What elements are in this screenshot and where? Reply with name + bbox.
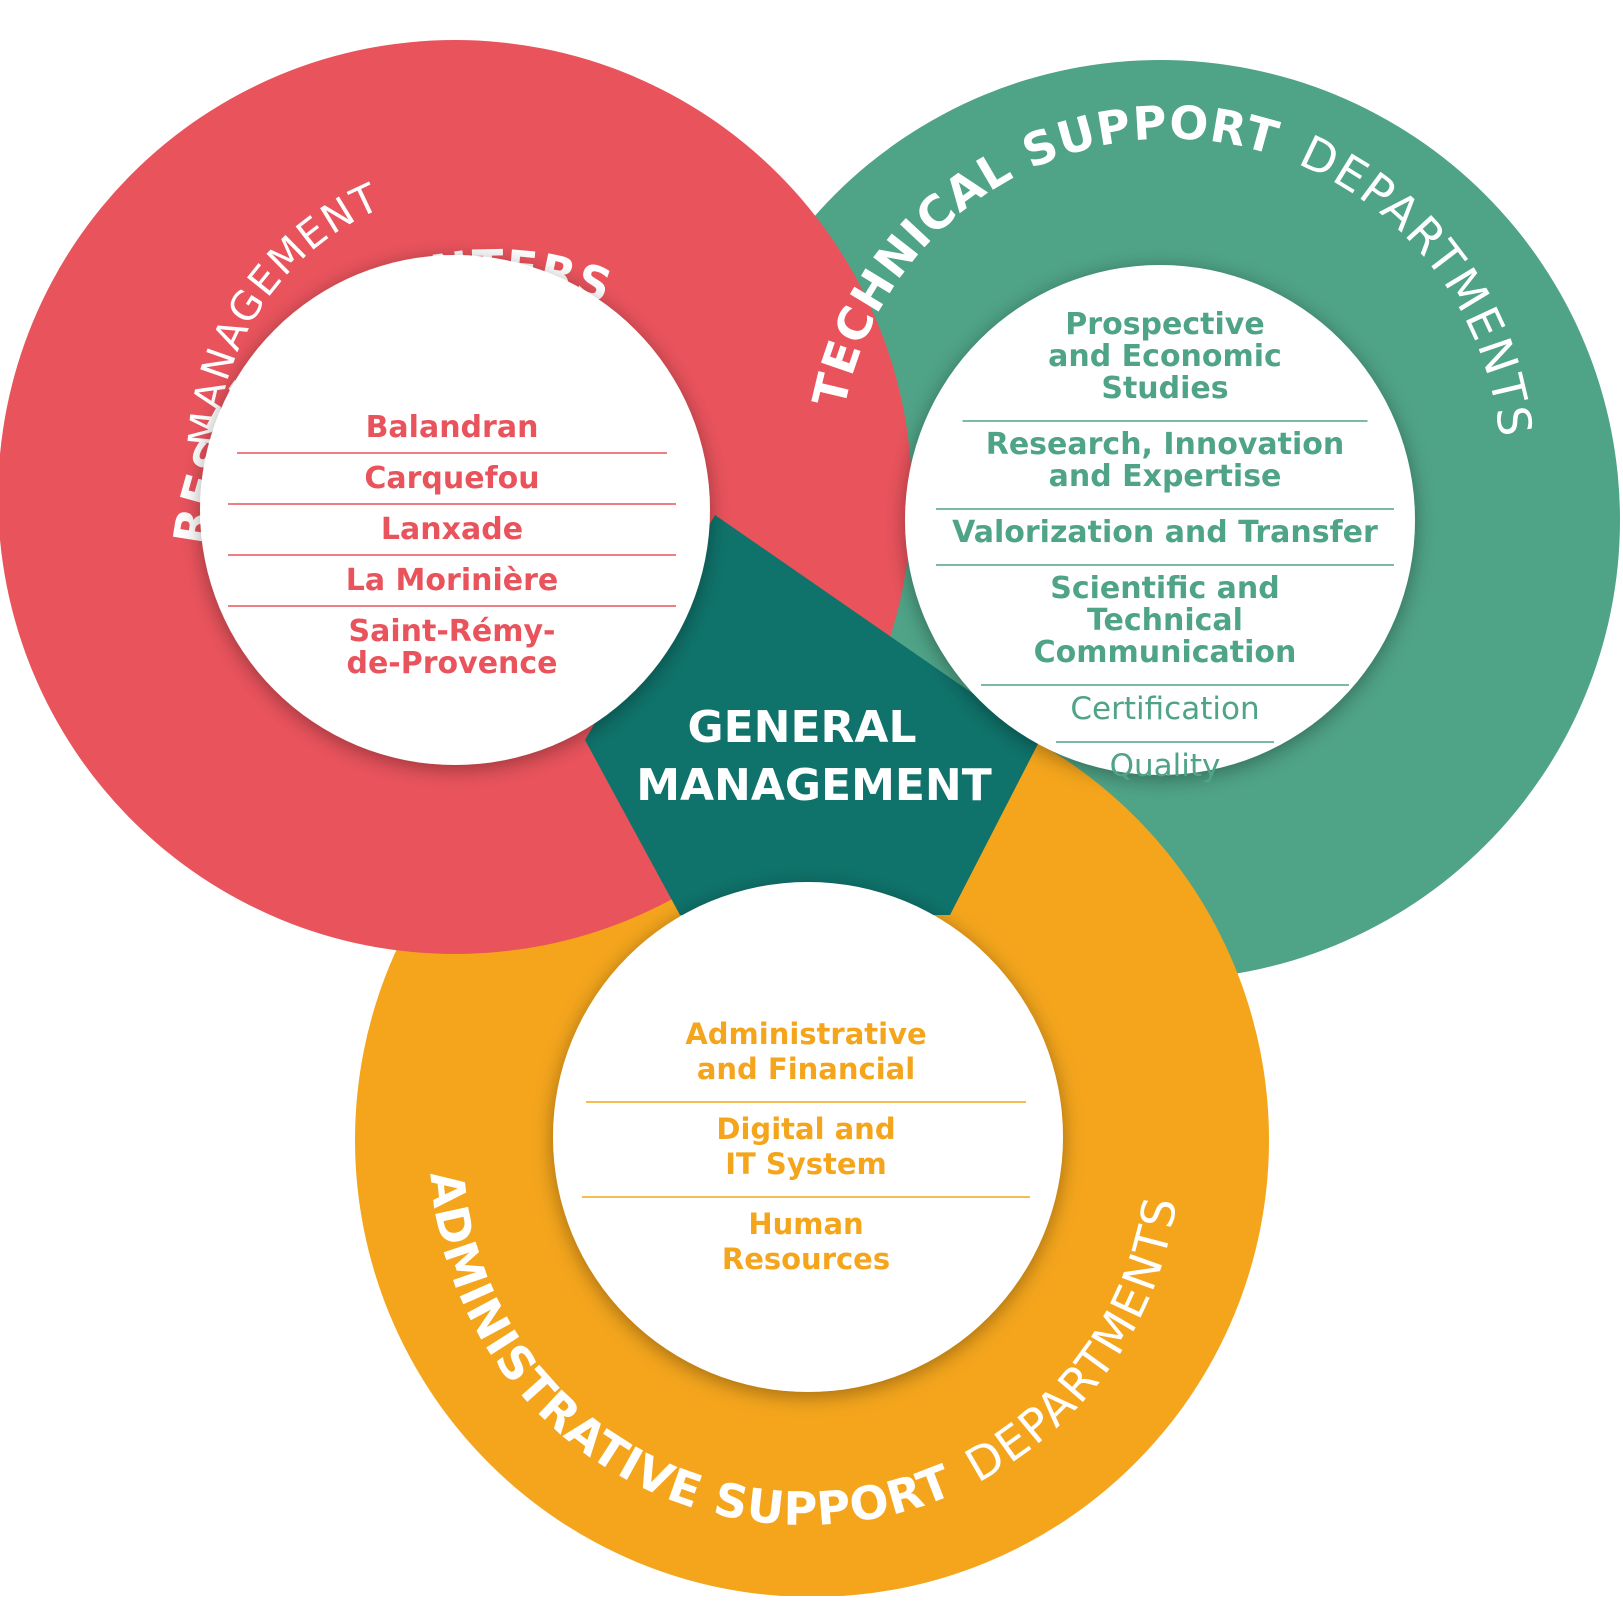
administrative-support-item-1-line-2: and Financial <box>697 1052 915 1086</box>
research-centers-item-3-line-1: Lanxade <box>381 512 523 547</box>
research-centers-inner <box>200 255 710 765</box>
administrative-support-item-2-line-2: IT System <box>725 1147 886 1181</box>
administrative-support-item-2-line-1: Digital and <box>716 1112 895 1146</box>
administrative-support-item-3-line-1: Human <box>748 1207 863 1241</box>
technical-support-item-6-line-1: Quality <box>1110 748 1221 784</box>
technical-support-item-3-line-1: Valorization and Transfer <box>952 515 1378 550</box>
technical-support-item-4-line-3: Communication <box>1034 635 1297 670</box>
administrative-support-inner <box>553 882 1063 1392</box>
general-management-line1: GENERAL <box>687 702 916 753</box>
administrative-support-item-3-line-2: Resources <box>722 1242 890 1276</box>
technical-support-item-5-line-1: Certification <box>1070 691 1259 727</box>
research-centers-item-5-line-1: Saint-Rémy- <box>349 614 556 649</box>
general-management-shape <box>585 515 1040 915</box>
technical-support-item-1-line-3: Studies <box>1101 371 1228 406</box>
technical-support-item-1-line-2: and Economic <box>1048 339 1282 374</box>
research-centers-item-1-line-1: Balandran <box>366 410 539 445</box>
technical-support-item-1-line-1: Prospective <box>1065 307 1264 342</box>
technical-support-item-2-line-2: and Expertise <box>1049 459 1282 494</box>
research-centers-item-2-line-1: Carquefou <box>364 461 539 496</box>
research-centers-item-4-line-1: La Morinière <box>346 563 558 598</box>
research-centers-item-5-line-2: de-Provence <box>346 646 557 681</box>
technical-support-item-2-line-1: Research, Innovation <box>986 427 1345 462</box>
technical-support-item-4-line-2: Technical <box>1087 603 1243 638</box>
general-management-line2: MANAGEMENT <box>636 760 992 811</box>
technical-support-item-4-line-1: Scientific and <box>1050 571 1280 606</box>
technical-support-inner <box>905 265 1415 775</box>
administrative-support-item-1-line-1: Administrative <box>685 1017 926 1051</box>
